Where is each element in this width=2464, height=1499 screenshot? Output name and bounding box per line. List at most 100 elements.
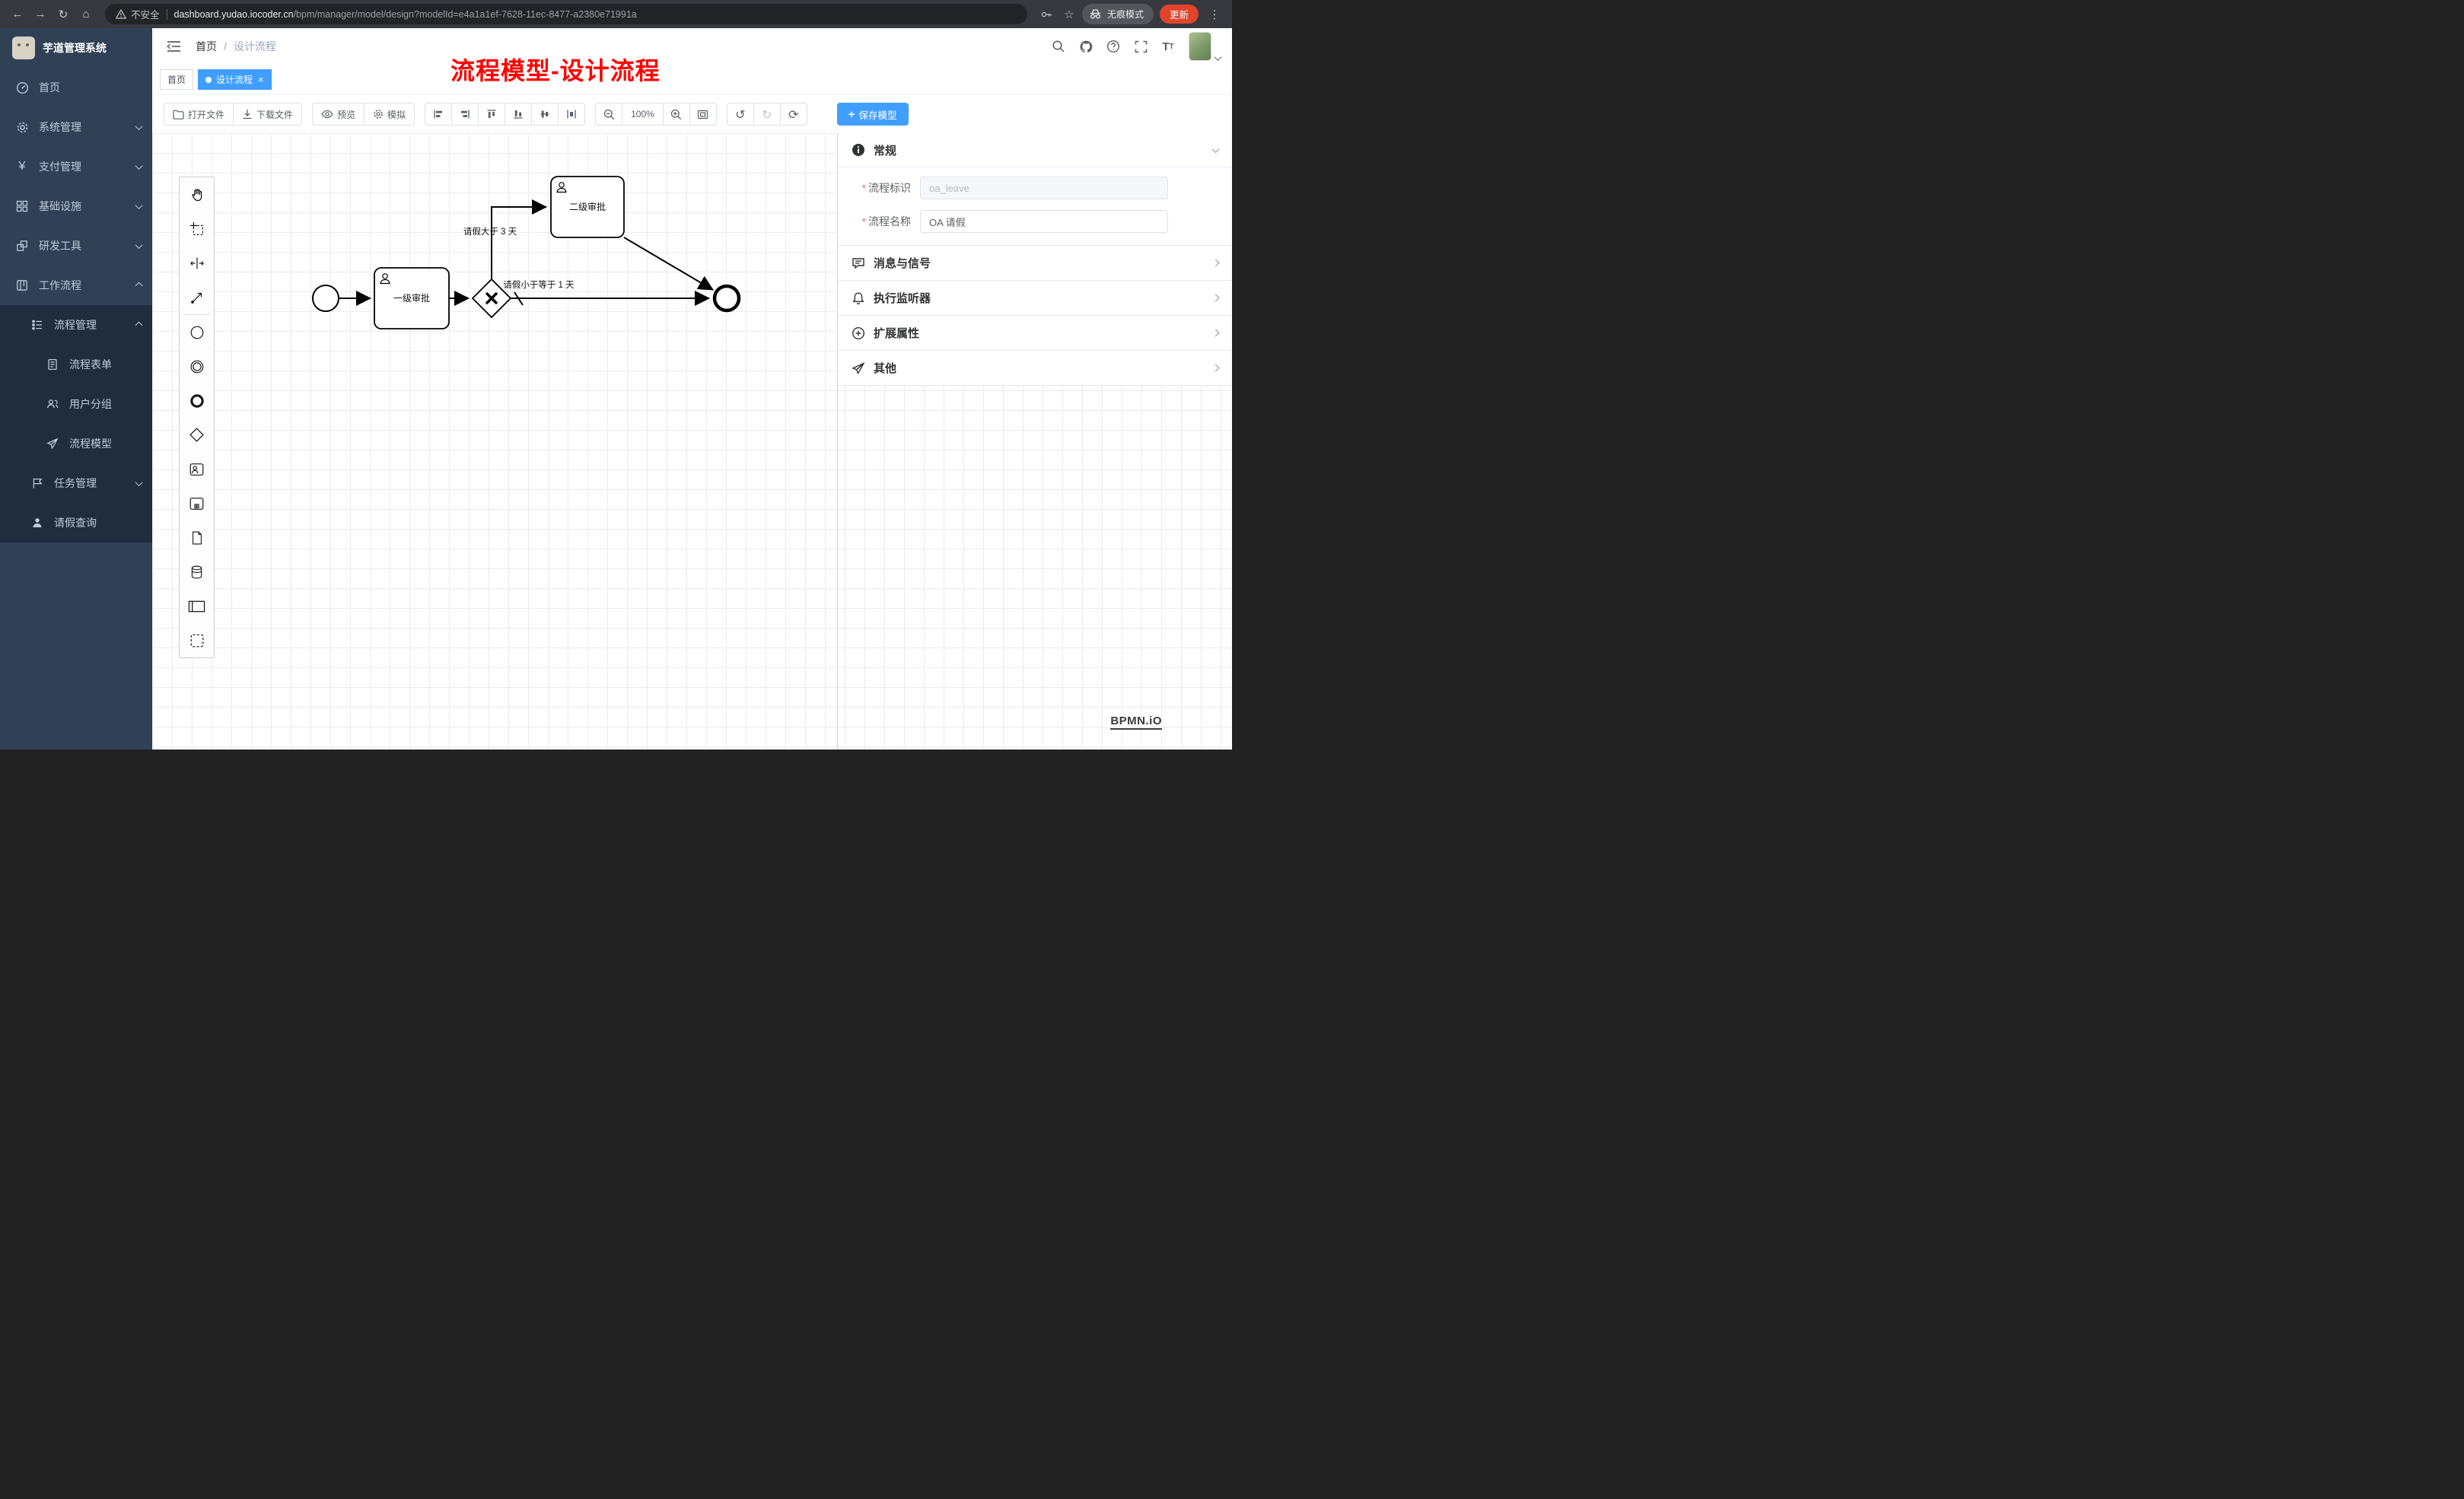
- bpmn-canvas[interactable]: 请假大于 3 天 请假小于等于 1 天: [152, 133, 1232, 750]
- redo-button[interactable]: ↻: [753, 103, 781, 126]
- flow-task2-to-end[interactable]: [623, 237, 714, 291]
- bookmark-star-icon[interactable]: ☆: [1064, 8, 1074, 21]
- home-icon[interactable]: ⌂: [82, 8, 90, 21]
- exclusive-gateway-node[interactable]: [471, 278, 512, 319]
- align-bottom-button[interactable]: [505, 103, 533, 126]
- close-icon[interactable]: ×: [258, 74, 264, 85]
- chevron-down-icon: [135, 122, 143, 130]
- simulate-button[interactable]: 模拟: [364, 103, 415, 126]
- required-asterisk: *: [861, 182, 866, 194]
- messages-section-header[interactable]: 消息与信号: [838, 246, 1232, 280]
- listeners-section-header[interactable]: 执行监听器: [838, 281, 1232, 315]
- bpmn-io-logo[interactable]: BPMN.iO: [1110, 714, 1162, 730]
- align-middle-button[interactable]: [531, 103, 559, 126]
- end-event-node[interactable]: [712, 284, 741, 313]
- security-chip[interactable]: 不安全: [116, 7, 160, 21]
- create-gateway-icon[interactable]: [180, 418, 214, 452]
- zoom-out-button[interactable]: [595, 103, 623, 126]
- tab-home[interactable]: 首页: [160, 69, 194, 90]
- hand-tool-icon[interactable]: [180, 177, 214, 212]
- fit-screen-icon: [698, 110, 708, 119]
- create-data-object-icon[interactable]: [180, 520, 214, 555]
- sidebar-item-user-group[interactable]: 用户分组: [0, 384, 152, 424]
- process-name-field: *流程名称: [838, 210, 1232, 233]
- zoom-reset-button[interactable]: [689, 103, 717, 126]
- section-title: 扩展属性: [874, 327, 920, 340]
- search-icon[interactable]: [1049, 37, 1068, 56]
- sidebar-item-label: 基础设施: [39, 200, 81, 212]
- extensions-section-header[interactable]: 扩展属性: [838, 316, 1232, 350]
- sidebar-item-label: 工作流程: [39, 279, 81, 291]
- preview-button[interactable]: 预览: [312, 103, 365, 126]
- help-icon[interactable]: [1103, 37, 1123, 56]
- browser-menu-icon[interactable]: ⋮: [1208, 8, 1221, 21]
- reload-icon[interactable]: ↻: [58, 8, 68, 21]
- zoom-in-button[interactable]: [662, 103, 690, 126]
- app-logo[interactable]: 芋道管理系统: [0, 28, 152, 68]
- create-intermediate-event-icon[interactable]: [180, 349, 214, 384]
- sidebar-item-workflow[interactable]: 工作流程: [0, 266, 152, 305]
- sidebar-item-payment[interactable]: ¥ 支付管理: [0, 147, 152, 186]
- align-right-button[interactable]: [451, 103, 479, 126]
- align-top-button[interactable]: [478, 103, 506, 126]
- flow-gateway-to-task2[interactable]: 请假大于 3 天: [463, 199, 547, 279]
- back-icon[interactable]: ←: [11, 8, 24, 21]
- create-end-event-icon[interactable]: [180, 384, 214, 418]
- fullscreen-icon[interactable]: [1131, 37, 1151, 56]
- space-tool-icon[interactable]: [180, 246, 214, 280]
- zoom-level[interactable]: 100%: [622, 103, 664, 126]
- distribute-button[interactable]: [558, 103, 586, 126]
- key-icon[interactable]: [1036, 5, 1056, 24]
- create-user-task-icon[interactable]: [180, 452, 214, 486]
- process-name-input[interactable]: [920, 210, 1168, 233]
- sidebar-item-task-manage[interactable]: 任务管理: [0, 463, 152, 503]
- plus-icon: +: [848, 107, 855, 121]
- user-avatar[interactable]: [1189, 32, 1222, 62]
- active-dot-icon: [205, 76, 212, 83]
- tab-design-process[interactable]: 设计流程 ×: [198, 69, 272, 90]
- required-asterisk: *: [861, 215, 866, 228]
- sidebar-item-home[interactable]: 首页: [0, 68, 152, 107]
- general-section-header[interactable]: 常规: [838, 133, 1232, 167]
- sidebar-item-system[interactable]: 系统管理: [0, 107, 152, 147]
- update-button[interactable]: 更新: [1159, 5, 1199, 24]
- user-task-node-level2[interactable]: 二级审批: [550, 176, 625, 238]
- breadcrumb: 首页 / 设计流程: [196, 39, 276, 54]
- other-section-header[interactable]: 其他: [838, 351, 1232, 385]
- align-left-button[interactable]: [425, 103, 453, 126]
- user-task-node-level1[interactable]: 一级审批: [374, 267, 450, 329]
- download-file-button[interactable]: 下载文件: [233, 103, 303, 126]
- breadcrumb-home[interactable]: 首页: [196, 40, 217, 53]
- lasso-tool-icon[interactable]: [180, 212, 214, 246]
- chevron-down-icon: [1211, 145, 1220, 153]
- global-connect-icon[interactable]: [180, 280, 214, 314]
- undo-button[interactable]: ↺: [726, 103, 754, 126]
- sidebar-item-infrastructure[interactable]: 基础设施: [0, 186, 152, 226]
- sidebar-toggle-icon[interactable]: [164, 37, 183, 56]
- forward-icon[interactable]: →: [34, 8, 46, 21]
- tab-label: 设计流程: [216, 75, 253, 85]
- restart-button[interactable]: ⟳: [779, 103, 807, 126]
- process-key-field: *流程标识: [838, 177, 1232, 199]
- sidebar-item-process-manage[interactable]: 流程管理: [0, 305, 152, 345]
- flow-gateway-to-end-default[interactable]: 请假小于等于 1 天: [503, 279, 710, 306]
- start-event-node[interactable]: [312, 285, 339, 312]
- github-icon[interactable]: [1076, 37, 1096, 56]
- sidebar-item-process-model[interactable]: 流程模型: [0, 424, 152, 463]
- send-icon: [852, 361, 865, 374]
- address-bar[interactable]: 不安全 dashboard.yudao.iocoder.cn/bpm/manag…: [105, 4, 1027, 24]
- task-manage-icon: [30, 476, 44, 490]
- sidebar-item-devtools[interactable]: 研发工具: [0, 226, 152, 266]
- sidebar-item-leave-query[interactable]: 请假查询: [0, 503, 152, 543]
- create-participant-icon[interactable]: [180, 589, 214, 623]
- sidebar-item-process-form[interactable]: 流程表单: [0, 345, 152, 384]
- create-subprocess-icon[interactable]: [180, 486, 214, 520]
- bpmn-diagram[interactable]: 请假大于 3 天 请假小于等于 1 天: [152, 133, 837, 392]
- create-data-store-icon[interactable]: [180, 555, 214, 589]
- open-file-button[interactable]: 打开文件: [164, 103, 234, 126]
- create-group-icon[interactable]: [180, 623, 214, 657]
- save-model-button[interactable]: + 保存模型: [836, 103, 909, 126]
- create-start-event-icon[interactable]: [180, 315, 214, 349]
